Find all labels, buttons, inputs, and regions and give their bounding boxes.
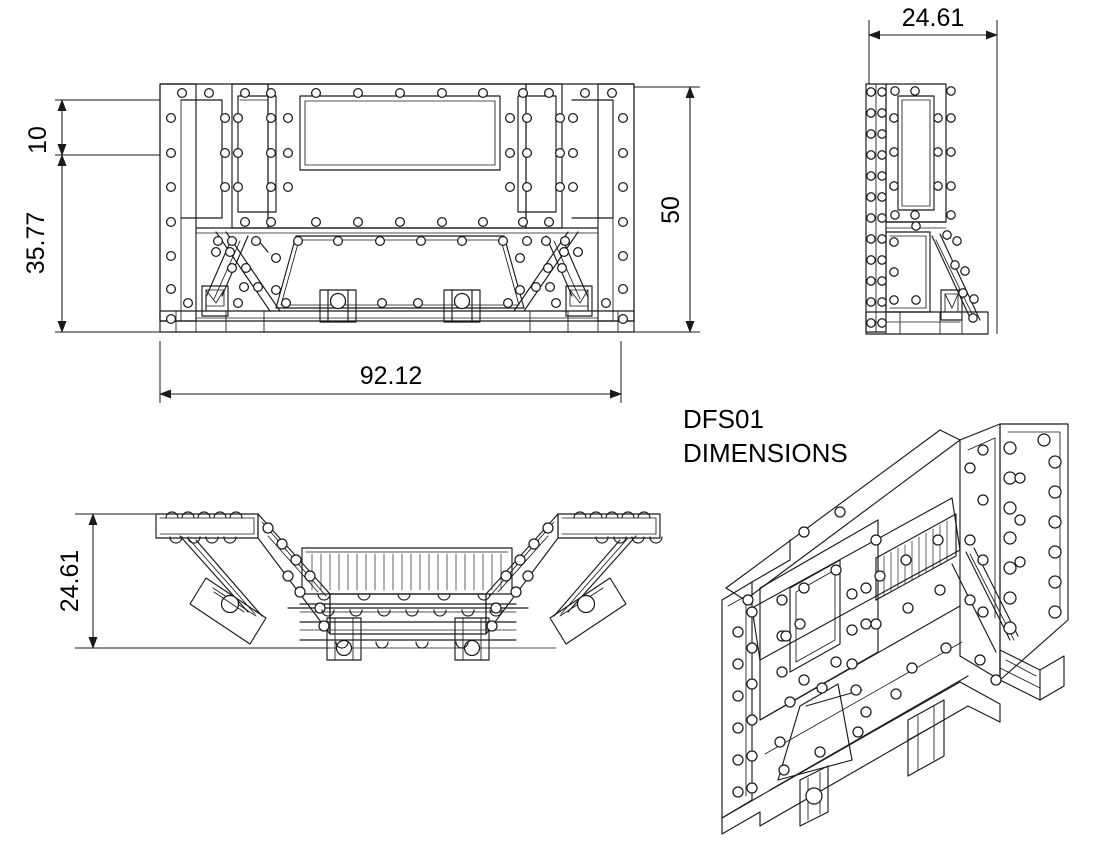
- title-line-1: DFS01: [683, 404, 764, 434]
- bolt-head-group-side: [866, 86, 979, 328]
- base-bracket-right: [443, 289, 481, 323]
- bolt-hole-group-front: [165, 87, 629, 325]
- dim-label-2461-plan: 24.61: [56, 550, 84, 613]
- dim-label-9212: 92.12: [360, 362, 423, 390]
- title-block: DFS01 DIMENSIONS: [683, 404, 848, 468]
- dim-label-50: 50: [657, 196, 685, 224]
- base-bracket-left: [319, 289, 357, 323]
- dim-label-3577: 35.77: [22, 212, 50, 275]
- end-clamp-left: [201, 285, 229, 317]
- title-line-2: DIMENSIONS: [683, 438, 848, 468]
- dimension-plan-depth: 24.61: [56, 513, 330, 649]
- fin-comb-block: [301, 547, 513, 595]
- iso-fin-block: [875, 513, 957, 601]
- dim-label-2461-side: 24.61: [902, 4, 965, 32]
- plan-clamp-left: [326, 617, 362, 661]
- plan-view: [155, 511, 663, 661]
- dimension-side-depth: 24.61: [868, 4, 998, 334]
- side-view: [865, 83, 989, 335]
- dimension-front-height-upper: 10: [24, 99, 160, 156]
- isometric-view: [721, 423, 1069, 835]
- iso-clamp-far-right: [999, 649, 1065, 701]
- plan-clamp-right: [454, 617, 490, 661]
- front-view: [159, 83, 635, 333]
- end-clamp-right: [565, 285, 593, 317]
- iso-clamp-centre: [799, 765, 829, 827]
- bolt-head-group-iso: [732, 433, 1062, 798]
- dimension-front-height-lower: 35.77: [22, 154, 160, 333]
- bolt-head-group-plan: [165, 511, 663, 649]
- dim-label-10: 10: [24, 126, 52, 154]
- dimension-front-height-total: 50: [634, 86, 700, 333]
- iso-clamp-right: [907, 699, 945, 777]
- dimension-front-width-total: 92.12: [159, 341, 622, 403]
